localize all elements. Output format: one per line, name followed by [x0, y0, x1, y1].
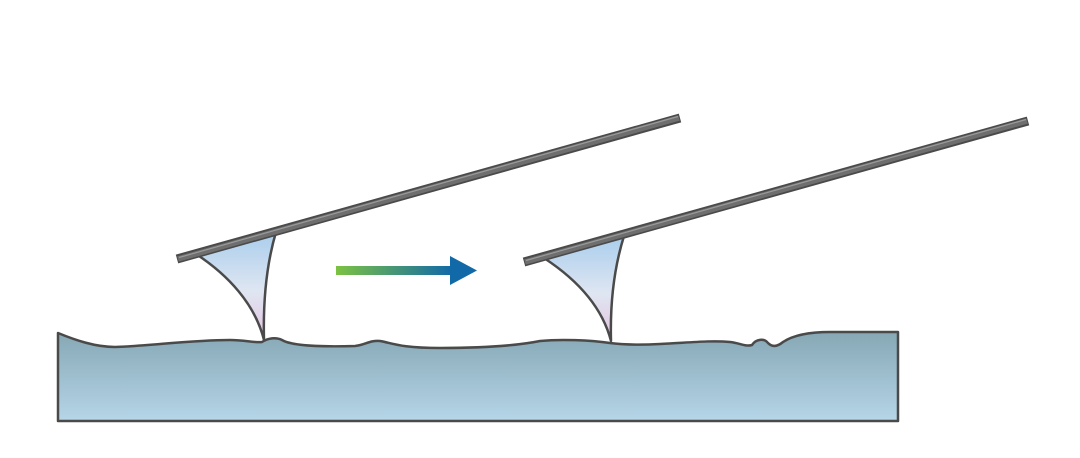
scan-arrow-head [450, 256, 477, 285]
afm-probe-final [522, 116, 1030, 343]
afm-probe-initial [175, 113, 682, 342]
rough-substrate-surface [56, 330, 900, 423]
afm-tip-final [542, 234, 626, 343]
afm-cantilever-initial [177, 115, 680, 262]
afm-cantilever-final [524, 118, 1028, 265]
scan-direction-arrow [336, 256, 477, 285]
afm-cantilever-final-highlight [525, 118, 1027, 262]
scan-arrow-shaft [336, 266, 452, 275]
afm-cantilever-initial-highlight [178, 115, 679, 259]
afm-tip-initial [194, 230, 278, 342]
